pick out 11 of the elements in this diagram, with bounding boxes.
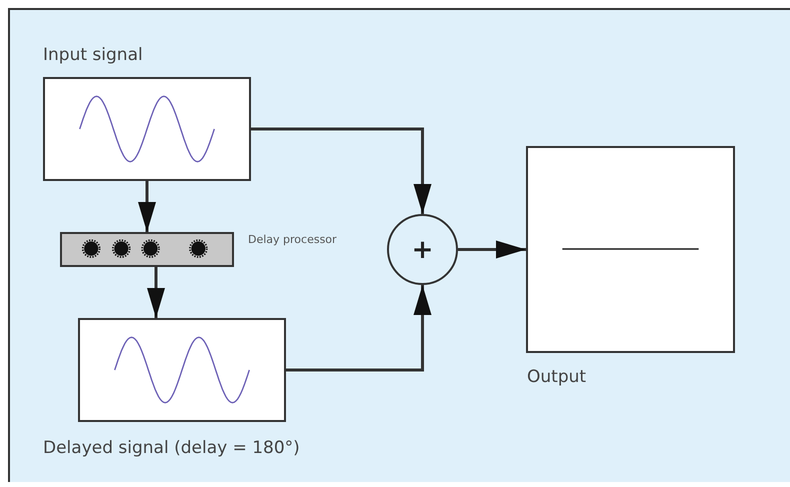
- arrow: [138, 181, 156, 232]
- arrow: [251, 128, 432, 214]
- side-caption: Delay processor: [248, 232, 338, 248]
- node-caption: Delayed signal (delay = 180°): [43, 438, 300, 458]
- node-caption: Input signal: [43, 44, 143, 65]
- arrow: [286, 285, 432, 372]
- arrow: [458, 240, 526, 258]
- arrow: [147, 267, 165, 318]
- summing-junction: [387, 214, 458, 285]
- plus-sign: +: [412, 236, 434, 262]
- node-caption: Output: [527, 367, 586, 388]
